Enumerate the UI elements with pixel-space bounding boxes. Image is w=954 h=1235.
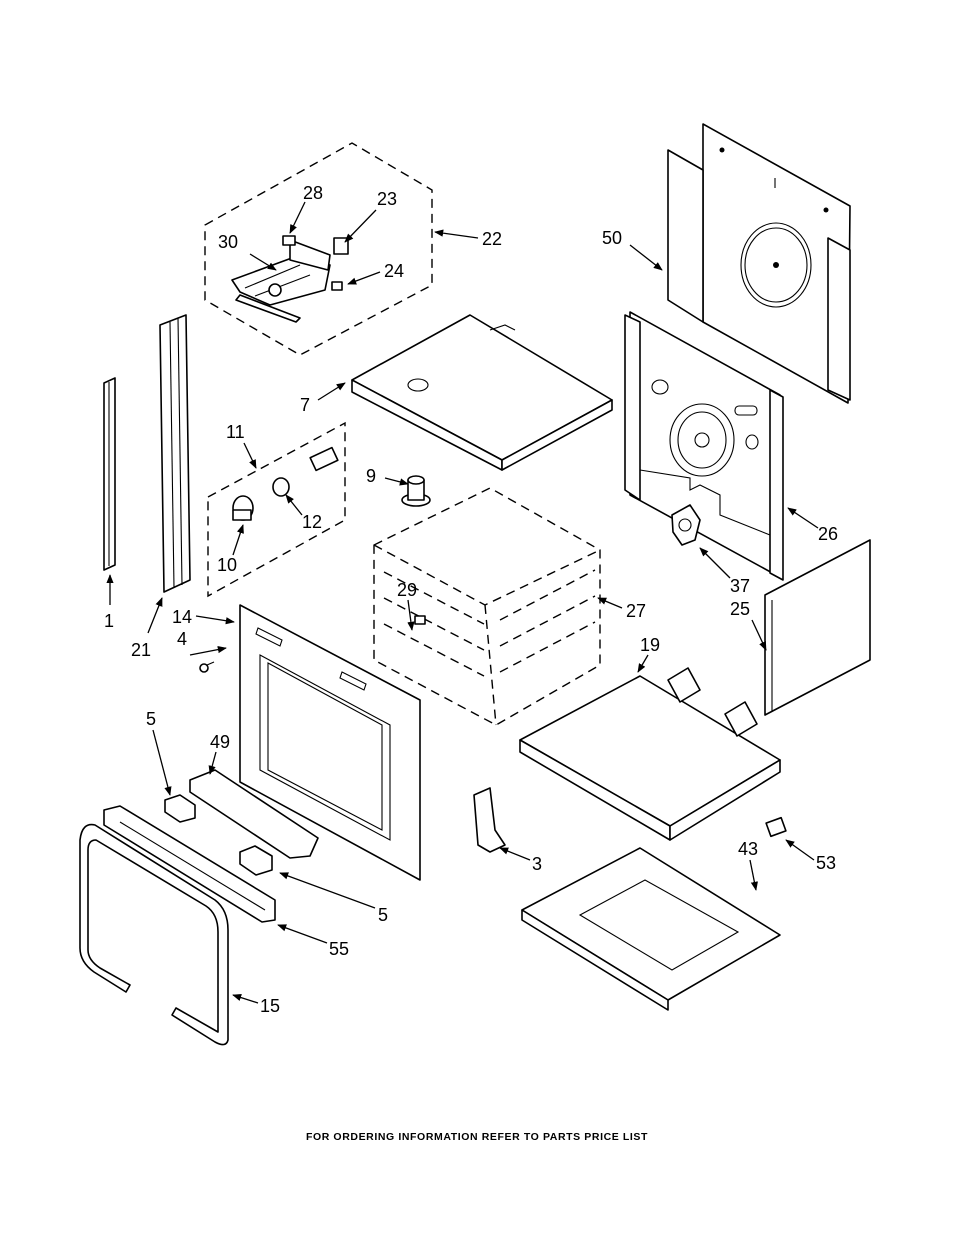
callout-15: 15 xyxy=(260,996,280,1016)
knob-switch-group xyxy=(207,421,346,598)
clip-part xyxy=(765,816,787,838)
bottom-panel-part xyxy=(519,667,781,841)
callout-22: 22 xyxy=(482,229,502,249)
callout-11: 11 xyxy=(226,422,245,442)
vent-trim-part xyxy=(103,377,116,571)
callout-5-upper: 5 xyxy=(146,709,156,729)
control-bracket-part xyxy=(231,235,349,323)
callout-30: 30 xyxy=(218,232,238,252)
callout-43: 43 xyxy=(738,839,758,859)
leader-lines xyxy=(106,201,819,1004)
callout-12: 12 xyxy=(302,512,322,532)
selector-switch-part xyxy=(232,495,254,521)
callout-26: 26 xyxy=(818,524,838,544)
callout-27: 27 xyxy=(626,601,646,621)
callout-14: 14 xyxy=(172,607,192,627)
callout-29: 29 xyxy=(397,580,417,600)
bracket-part xyxy=(473,787,506,853)
callout-28: 28 xyxy=(303,183,323,203)
control-bracket-assembly-group xyxy=(204,142,433,356)
callout-10: 10 xyxy=(217,555,237,575)
knob-shaft-part xyxy=(309,446,339,472)
callout-50: 50 xyxy=(602,228,622,248)
spacer-part-lower xyxy=(239,845,273,876)
rear-mounting-panel-part xyxy=(624,311,784,581)
callout-9: 9 xyxy=(366,466,376,486)
screw-part xyxy=(199,661,215,673)
callout-49: 49 xyxy=(210,732,230,752)
vent-strip-part xyxy=(103,805,276,923)
ordering-info-footer: FOR ORDERING INFORMATION REFER TO PARTS … xyxy=(305,1131,649,1143)
callout-55: 55 xyxy=(329,939,349,959)
thermostat-part xyxy=(671,504,701,546)
callout-1: 1 xyxy=(104,611,114,631)
callout-21: 21 xyxy=(131,640,151,660)
callout-37: 37 xyxy=(730,576,750,596)
callout-24: 24 xyxy=(384,261,404,281)
callout-4: 4 xyxy=(177,629,187,649)
door-gasket-part xyxy=(79,823,229,1046)
top-panel-part xyxy=(351,314,613,471)
callout-23: 23 xyxy=(377,189,397,209)
spacer-part-upper xyxy=(164,794,196,823)
oven-cavity-part xyxy=(373,487,601,726)
back-panel-part xyxy=(667,123,851,404)
side-panel-part xyxy=(764,539,871,716)
oven-sensor-part xyxy=(401,475,431,507)
side-rail-part xyxy=(159,314,191,593)
callout-3: 3 xyxy=(532,854,542,874)
callout-25: 25 xyxy=(730,599,750,619)
front-frame-part xyxy=(239,604,421,881)
callout-19: 19 xyxy=(640,635,660,655)
callout-53: 53 xyxy=(816,853,836,873)
callout-5-lower: 5 xyxy=(378,905,388,925)
callout-7: 7 xyxy=(300,395,310,415)
callout-labels: 28 23 22 30 24 50 7 11 9 12 26 10 37 25 … xyxy=(104,183,838,1016)
base-tray-part xyxy=(521,847,781,1011)
knob-part xyxy=(272,477,290,497)
